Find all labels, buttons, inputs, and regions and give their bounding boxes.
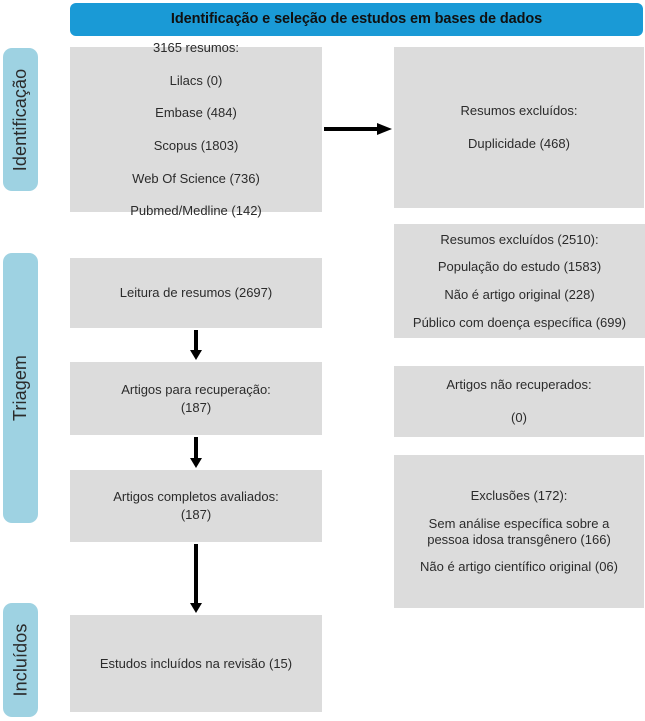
box-line: Não é artigo científico original (06): [420, 559, 618, 575]
box-line: Resumos excluídos (2510):: [440, 231, 599, 247]
arrow-down-icon: [189, 544, 203, 613]
stage-label-incluidos-text: Incluídos: [10, 623, 31, 697]
box-line: Lilacs (0): [169, 72, 223, 88]
box-line: (187): [180, 507, 212, 522]
page-title: Identificação e seleção de estudos em ba…: [170, 10, 543, 27]
box-line: Artigos para recuperação:: [121, 381, 271, 397]
arrow-down-icon: [189, 437, 203, 468]
box-artigos-nao-recuperados: Artigos não recuperados: (0): [394, 366, 644, 437]
arrow-right-icon: [324, 122, 392, 136]
box-line: (187): [180, 399, 212, 415]
box-artigos-completos-avaliados: Artigos completos avaliados: (187): [70, 470, 322, 542]
box-line: Estudos incluídos na revisão (15): [99, 655, 293, 671]
box-line: Exclusões (172):: [470, 488, 568, 504]
box-line: Artigos completos avaliados:: [113, 489, 279, 505]
diagram-header-banner: Identificação e seleção de estudos em ba…: [70, 3, 643, 36]
box-line: Sem análise específica sobre a pessoa id…: [427, 515, 611, 547]
box-artigos-para-recuperacao: Artigos para recuperação: (187): [70, 362, 322, 435]
box-leitura-de-resumos: Leitura de resumos (2697): [70, 258, 322, 328]
box-line: Público com doença específica (699): [412, 314, 627, 330]
box-line: Embase (484): [155, 105, 237, 121]
box-identificacao-fontes: 3165 resumos: Lilacs (0) Embase (484) Sc…: [70, 40, 322, 218]
box-resumos-excluidos-motivos: Resumos excluídos (2510): População do e…: [394, 224, 645, 338]
stage-label-incluidos: Incluídos: [3, 603, 38, 717]
box-line: Web Of Science (736): [132, 170, 260, 186]
stage-label-identificacao: Identificação: [3, 48, 38, 191]
box-exclusoes: Exclusões (172): Sem análise específica …: [394, 455, 644, 608]
box-line: Não é artigo original (228): [444, 287, 595, 302]
stage-label-triagem-text: Triagem: [10, 354, 31, 422]
stage-label-triagem: Triagem: [3, 253, 38, 523]
box-line: Scopus (1803): [153, 138, 239, 153]
stage-label-identificacao-text: Identificação: [10, 68, 31, 171]
arrow-down-icon: [189, 330, 203, 360]
box-line: Resumos excluídos:: [460, 103, 578, 119]
box-line: Duplicidade (468): [468, 136, 570, 151]
box-line: (0): [511, 410, 527, 425]
box-resumos-excluidos-duplicidade: Resumos excluídos: Duplicidade (468): [394, 47, 644, 208]
box-estudos-incluidos: Estudos incluídos na revisão (15): [70, 615, 322, 712]
box-line: 3165 resumos:: [153, 40, 239, 56]
box-line: Artigos não recuperados:: [446, 377, 592, 393]
box-line: Leitura de resumos (2697): [119, 285, 273, 301]
box-line: População do estudo (1583): [437, 259, 602, 275]
box-line: Pubmed/Medline (142): [130, 203, 262, 219]
